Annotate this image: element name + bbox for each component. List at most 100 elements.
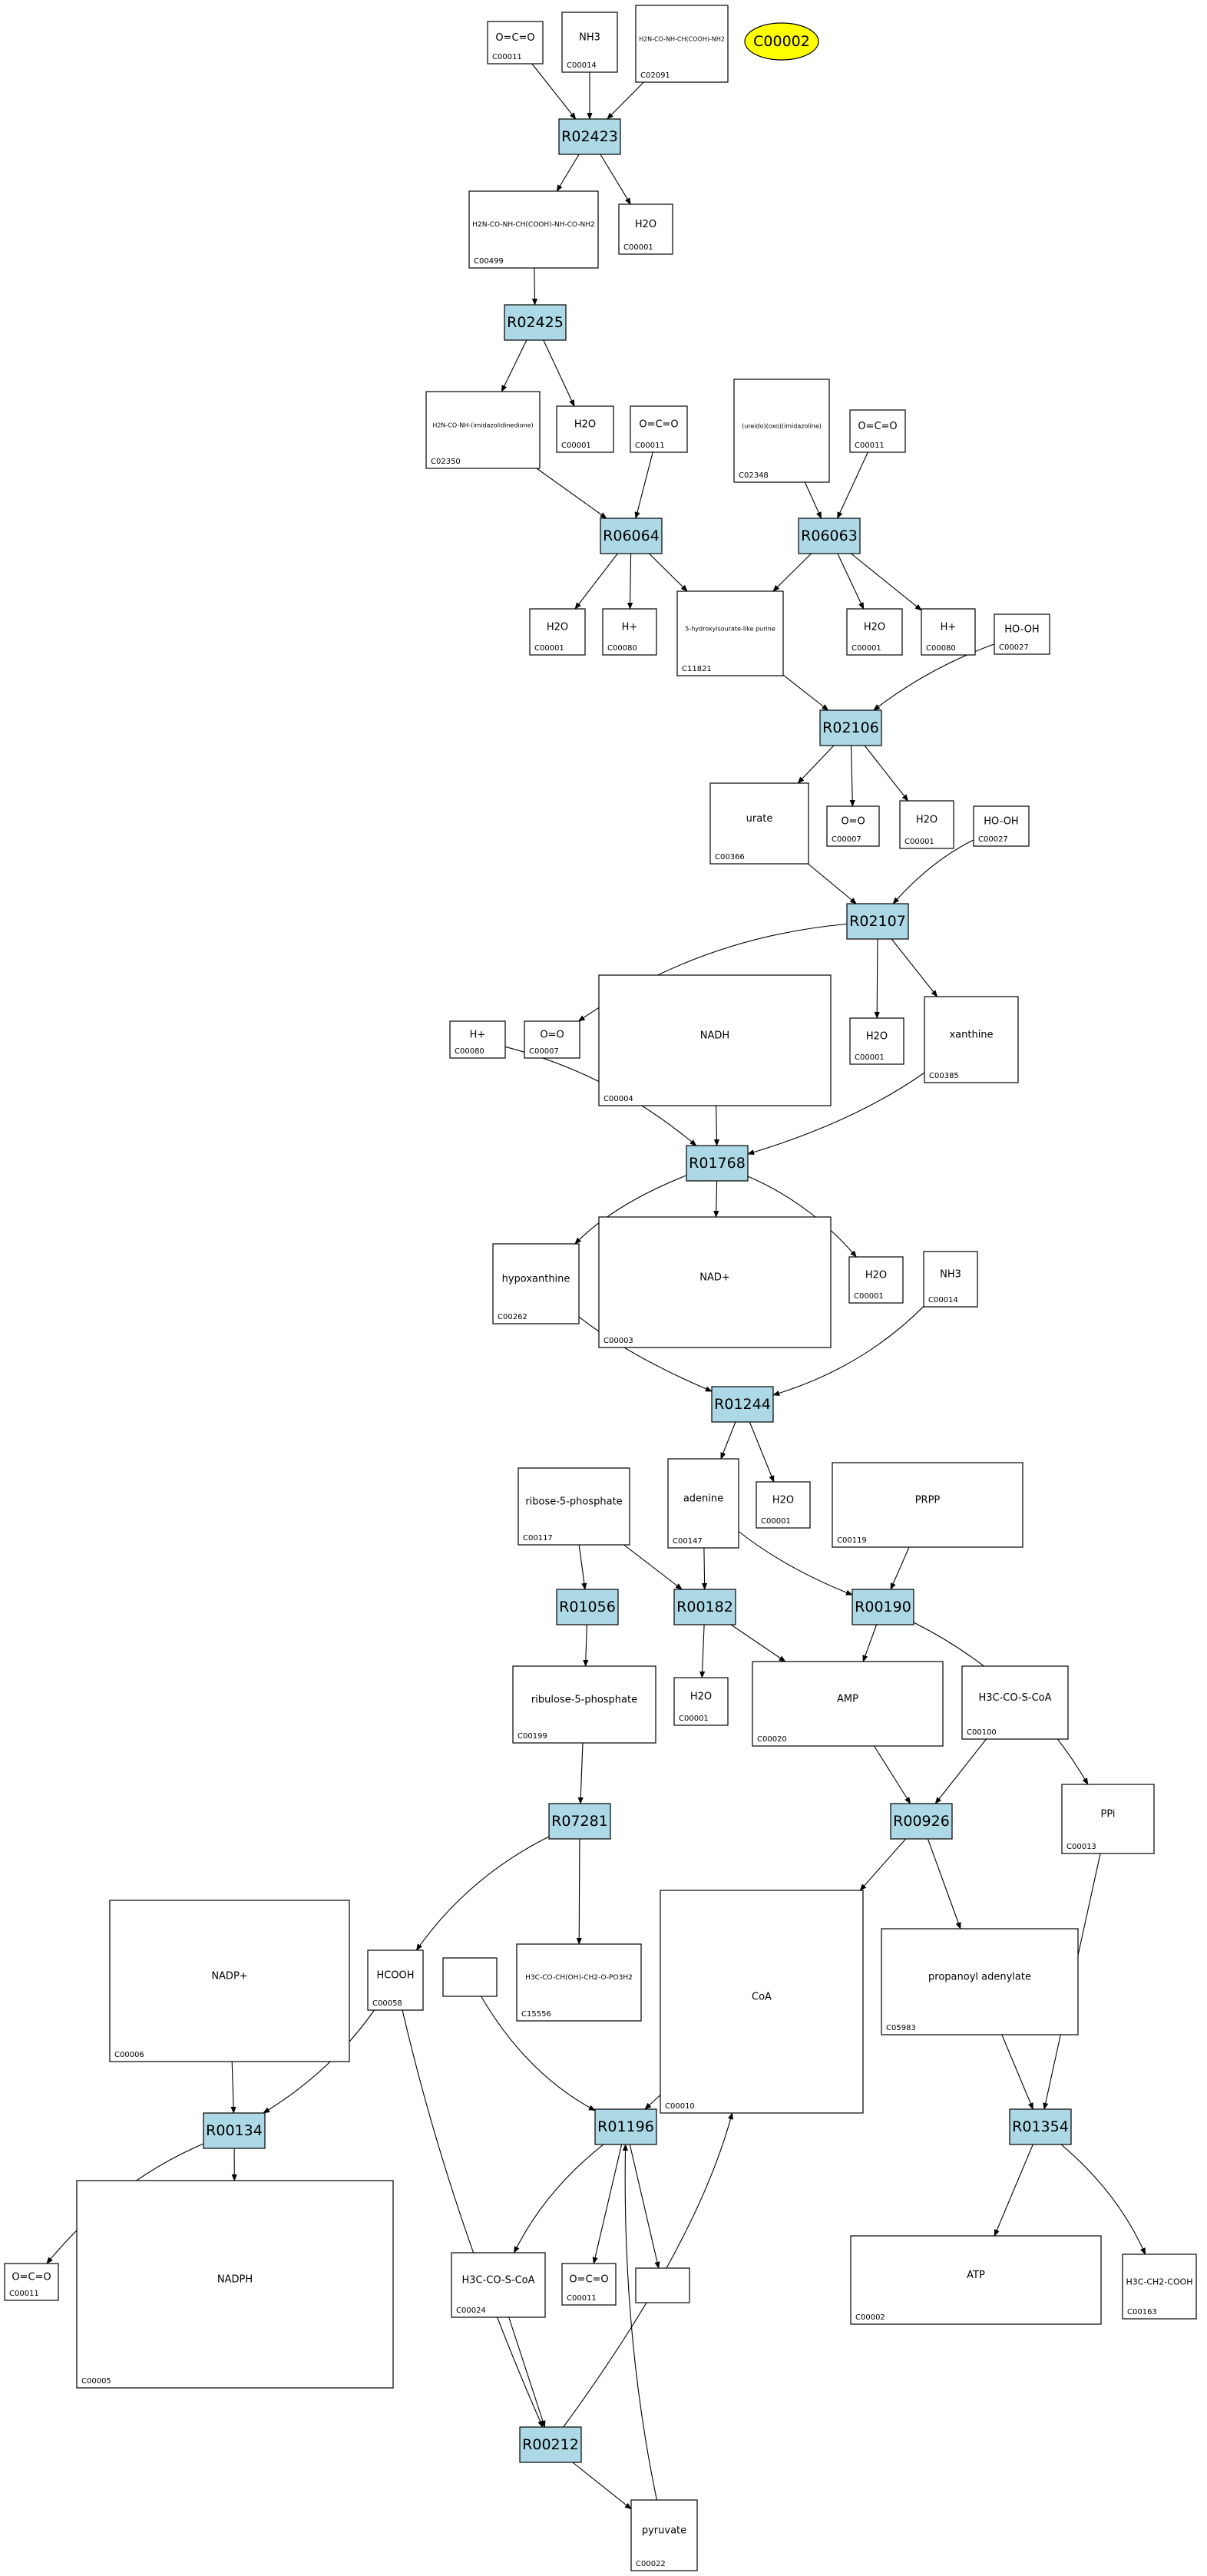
reaction-node[interactable]: R06064: [600, 518, 663, 554]
reaction-node[interactable]: R02423: [558, 118, 621, 155]
compound-structure: H2O: [547, 622, 568, 633]
compound-id: C00011: [635, 441, 665, 450]
compound-structure: 5-hydroxyisourate-like purine: [685, 626, 775, 633]
highlighted-compound[interactable]: C00002: [744, 22, 819, 61]
compound-node[interactable]: H+C00080: [449, 1020, 506, 1059]
compound-structure: NAD+: [699, 1272, 730, 1284]
reaction-node[interactable]: R00926: [890, 1803, 953, 1840]
reaction-label: R01244: [714, 1396, 771, 1413]
compound-node[interactable]: H+C00080: [602, 608, 657, 656]
compound-node[interactable]: H2O C00001: [848, 1256, 904, 1304]
reaction-edge: [851, 553, 922, 611]
nodes: O=C=OC00011NH3C00014H2N-CO-NH-CH(COOH)-N…: [4, 5, 1197, 2571]
reaction-edge: [874, 1745, 911, 1804]
reaction-edge: [720, 1421, 736, 1460]
reaction-node[interactable]: R02106: [819, 709, 882, 746]
compound-id: C00001: [854, 1292, 884, 1301]
reaction-edge: [699, 1624, 706, 1678]
compound-node[interactable]: NADPH C00005: [76, 2180, 394, 2389]
compound-node[interactable]: [635, 2267, 690, 2303]
compound-node[interactable]: H+C00080: [921, 608, 976, 656]
reaction-node[interactable]: R01056: [556, 1589, 619, 1625]
reaction-edge: [583, 1624, 589, 1667]
compound-structure: H2O: [865, 1270, 887, 1281]
compound-node[interactable]: [442, 1957, 498, 1997]
reaction-node[interactable]: R01354: [1009, 2108, 1072, 2145]
compound-node[interactable]: (ureido)(oxo)(imidazoline)C02348: [733, 379, 830, 483]
compound-id: C00005: [81, 2377, 111, 2386]
compound-node[interactable]: H2N-CO-NH-(imidazolidinedione)C02350: [425, 391, 541, 469]
compound-id: C11821: [682, 665, 712, 673]
compound-id: C00001: [561, 441, 591, 450]
compound-node[interactable]: NAD+C00003: [598, 1216, 832, 1348]
reaction-edge: [927, 1838, 961, 1930]
reaction-edge: [622, 2144, 657, 2501]
reaction-node[interactable]: R01768: [686, 1145, 749, 1182]
reaction-node[interactable]: R00134: [203, 2112, 266, 2149]
reaction-node[interactable]: R01244: [711, 1386, 774, 1423]
reaction-label: R01354: [1012, 2118, 1069, 2135]
compound-node[interactable]: NADP+C00006: [109, 1900, 350, 2062]
reaction-edge: [890, 1546, 910, 1590]
reaction-node[interactable]: R07281: [548, 1803, 611, 1840]
reaction-label: R06063: [801, 527, 858, 544]
compound-structure: NADPH: [217, 2274, 253, 2286]
compound-id: C02348: [739, 471, 769, 480]
reaction-node[interactable]: R02425: [504, 304, 567, 341]
reaction-node[interactable]: R02107: [846, 903, 909, 940]
compound-id: C00001: [852, 644, 881, 653]
reaction-label: R00212: [522, 2436, 579, 2453]
compound-structure: H+: [470, 1030, 486, 1041]
reaction-edge: [862, 1624, 878, 1662]
reaction-edge: [543, 339, 575, 407]
reaction-node[interactable]: R00182: [673, 1589, 736, 1625]
reaction-node[interactable]: R00212: [519, 2426, 582, 2463]
reaction-node[interactable]: R06063: [798, 518, 861, 554]
reaction-edge: [536, 468, 607, 519]
reaction-node[interactable]: R00190: [852, 1589, 914, 1625]
reaction-node[interactable]: R01196: [594, 2108, 657, 2145]
compound-structure: ATP: [967, 2270, 985, 2281]
